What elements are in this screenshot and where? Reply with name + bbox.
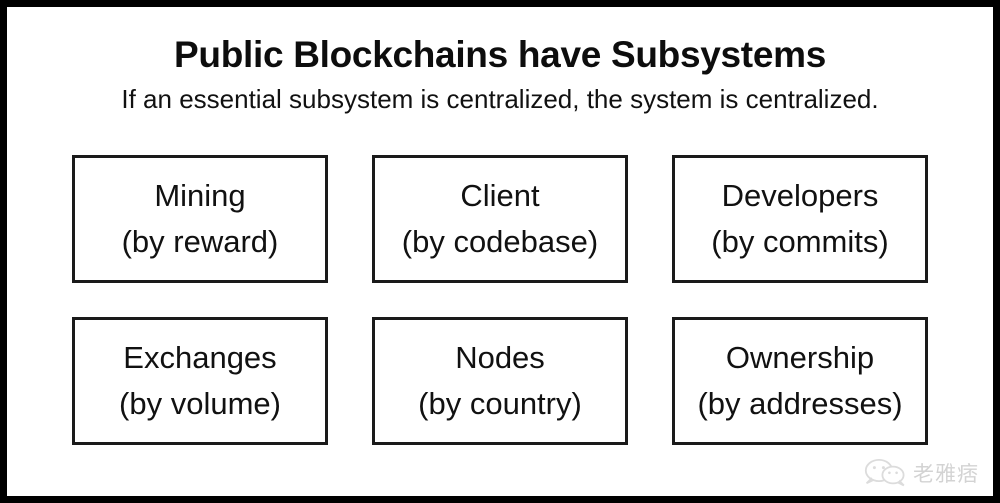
page-title: Public Blockchains have Subsystems <box>174 34 826 75</box>
subsystem-metric: (by codebase) <box>401 224 599 259</box>
subsystem-name: Developers <box>721 178 879 213</box>
wechat-icon <box>864 458 905 487</box>
subsystem-box-ownership: Ownership (by addresses) <box>672 317 928 445</box>
subsystem-name: Ownership <box>725 340 875 375</box>
subsystem-box-developers: Developers (by commits) <box>672 155 928 283</box>
heading-block: Public Blockchains have Subsystems If an… <box>7 33 993 116</box>
subsystem-name: Mining <box>154 178 246 213</box>
page-subtitle: If an essential subsystem is centralized… <box>121 84 879 114</box>
subsystem-metric: (by reward) <box>121 224 279 259</box>
subsystem-box-nodes: Nodes (by country) <box>372 317 628 445</box>
subsystem-grid: Mining (by reward) Client (by codebase) … <box>72 155 928 445</box>
subsystem-box-exchanges: Exchanges (by volume) <box>72 317 328 445</box>
subsystem-metric: (by volume) <box>119 386 281 421</box>
subsystem-metric: (by addresses) <box>697 386 903 421</box>
subsystem-metric: (by country) <box>418 386 582 421</box>
subsystem-name: Client <box>460 178 540 213</box>
watermark: 老雅痞 <box>864 458 979 488</box>
subsystem-metric: (by commits) <box>711 224 889 259</box>
subsystem-name: Nodes <box>455 340 545 375</box>
slide-canvas: Public Blockchains have Subsystems If an… <box>7 7 993 496</box>
subsystem-box-mining: Mining (by reward) <box>72 155 328 283</box>
subsystem-box-client: Client (by codebase) <box>372 155 628 283</box>
subsystem-name: Exchanges <box>123 340 277 375</box>
watermark-text: 老雅痞 <box>913 462 979 486</box>
